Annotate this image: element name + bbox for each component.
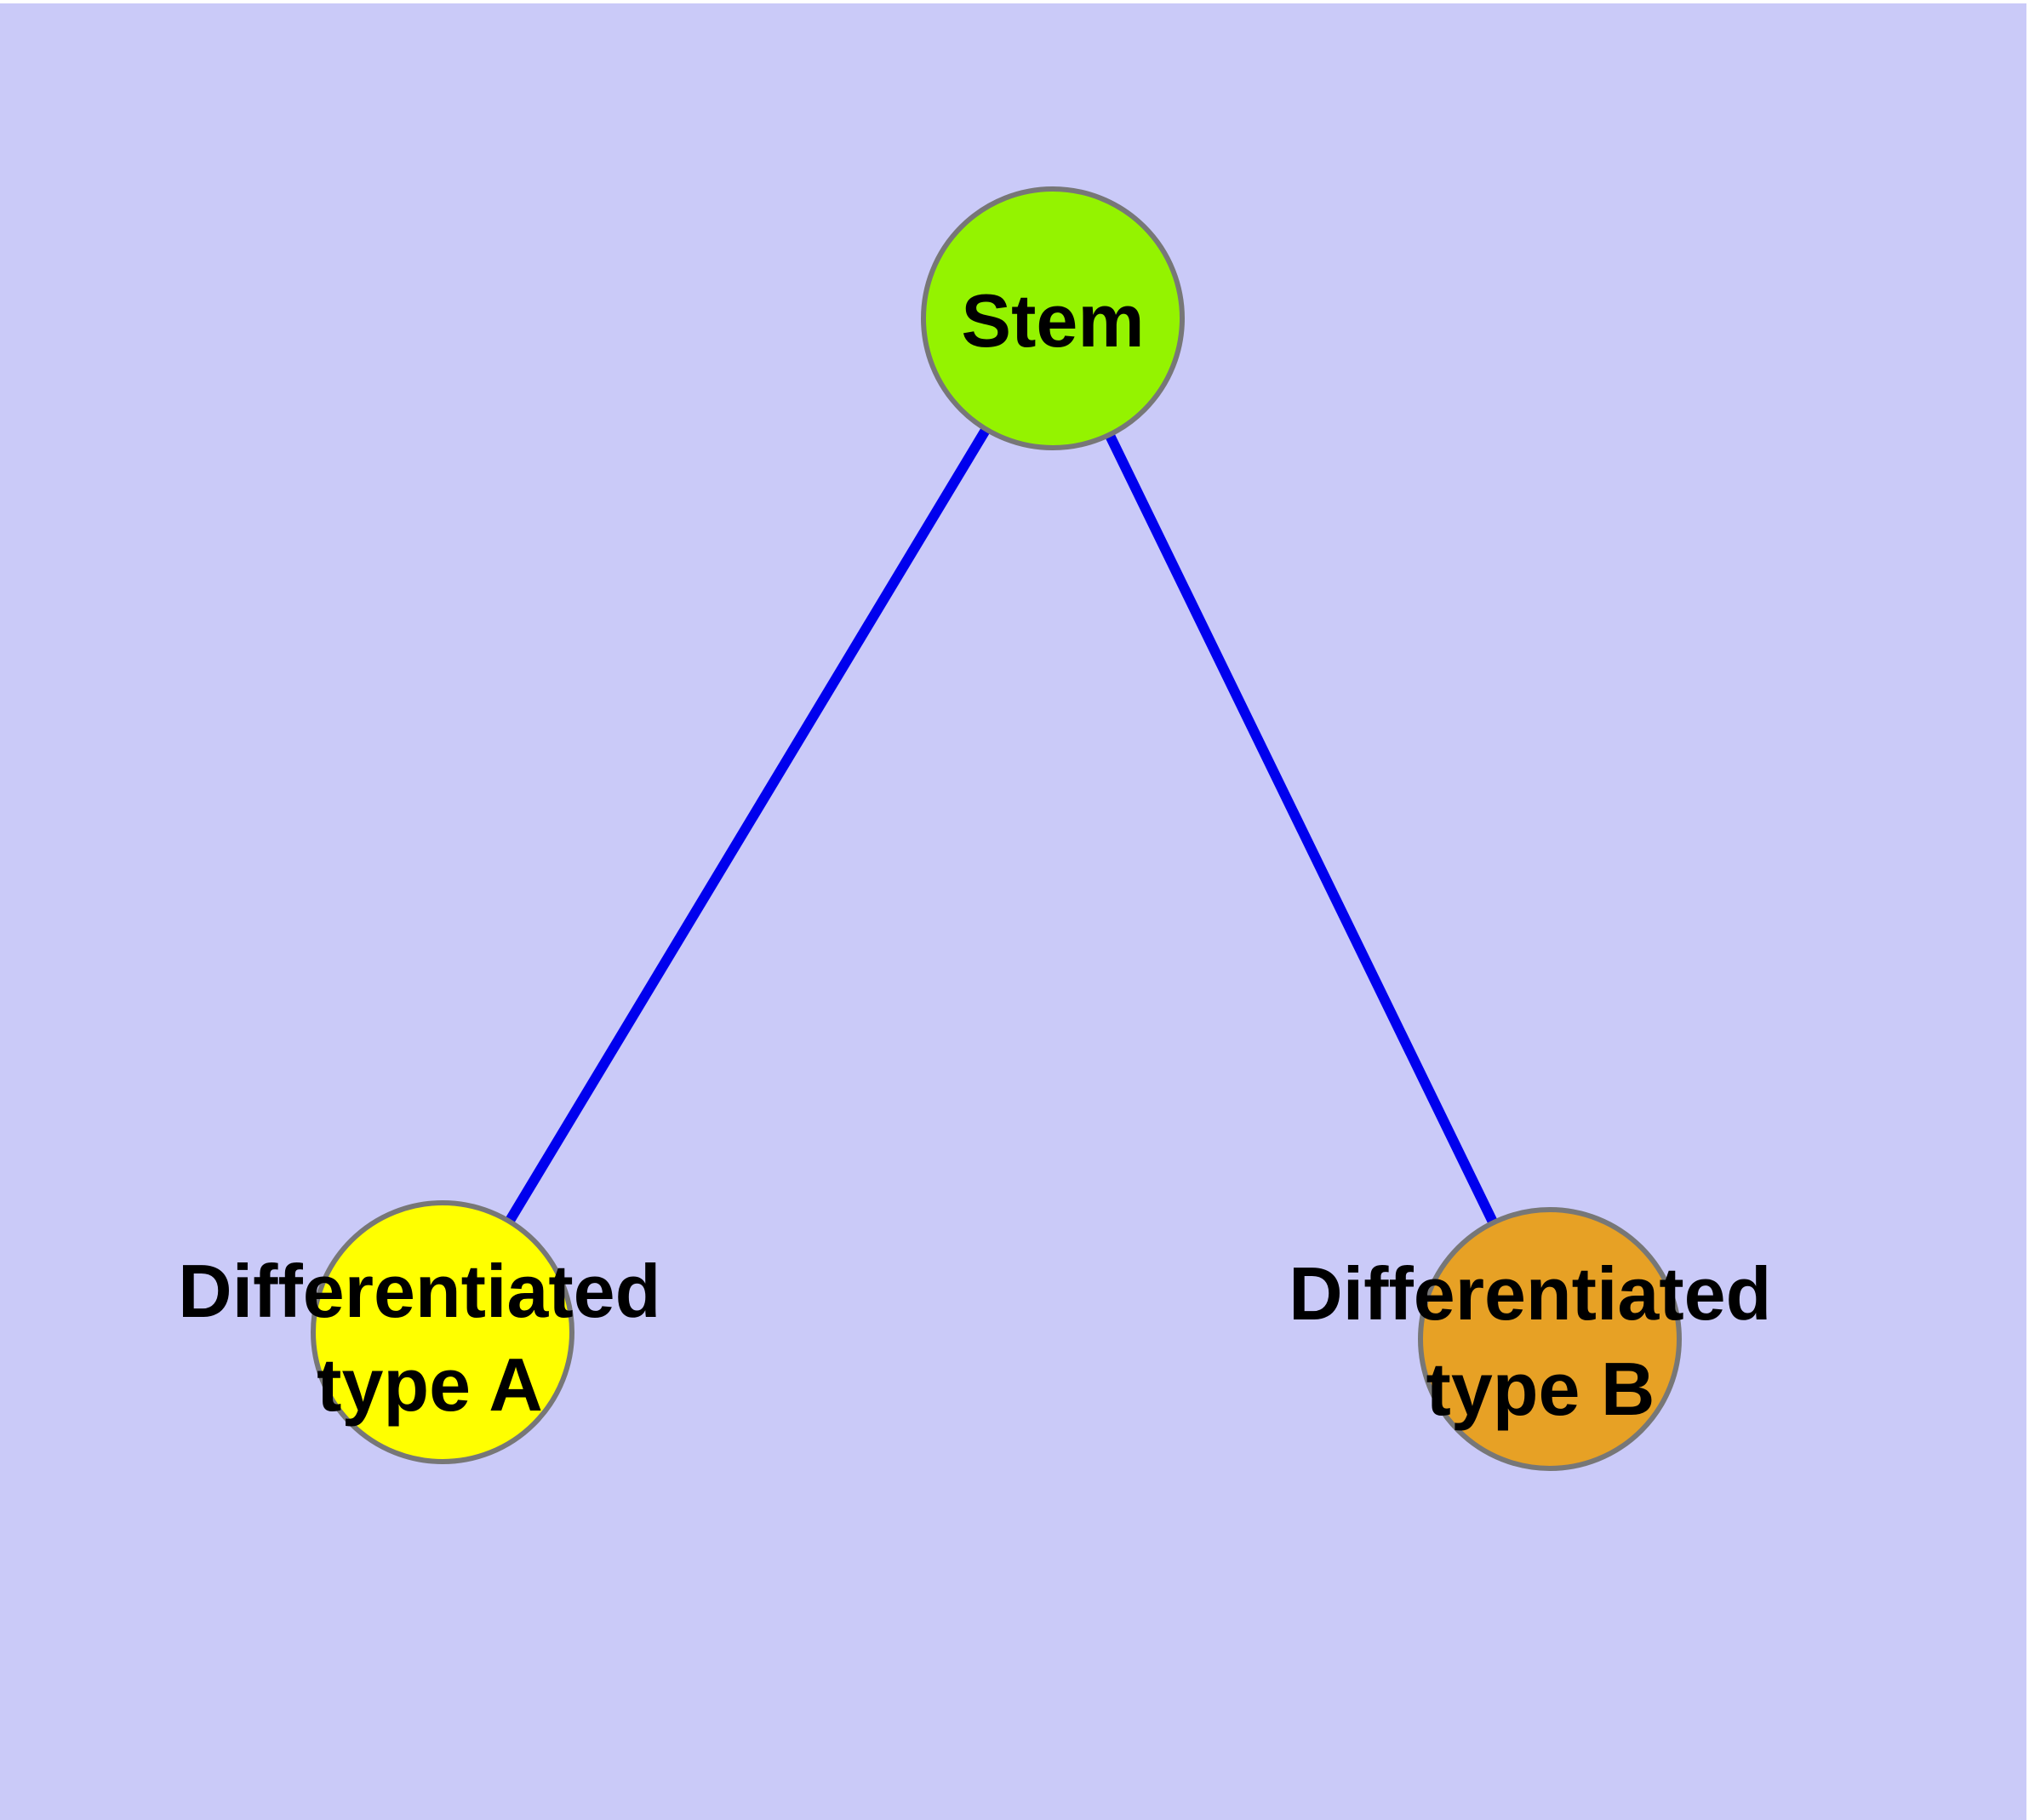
node-type-a-label-line2: type A (317, 1342, 543, 1427)
edge-stem-to-type-a (437, 315, 1058, 1336)
node-stem (921, 186, 1185, 450)
node-type-a-label-line1: Differentiated (178, 1249, 660, 1333)
node-type-b-label-line2: type B (1426, 1347, 1655, 1431)
node-type-b-label: Differentiated type B (1289, 1251, 1792, 1431)
node-type-b-label-line1: Differentiated (1289, 1251, 1771, 1336)
node-differentiated-type-a (311, 1200, 574, 1464)
edge-stem-to-type-b (1048, 316, 1555, 1342)
node-type-a-label: Differentiated type A (178, 1249, 682, 1427)
node-differentiated-type-b (1418, 1207, 1682, 1471)
node-stem-label: Stem (961, 278, 1144, 363)
